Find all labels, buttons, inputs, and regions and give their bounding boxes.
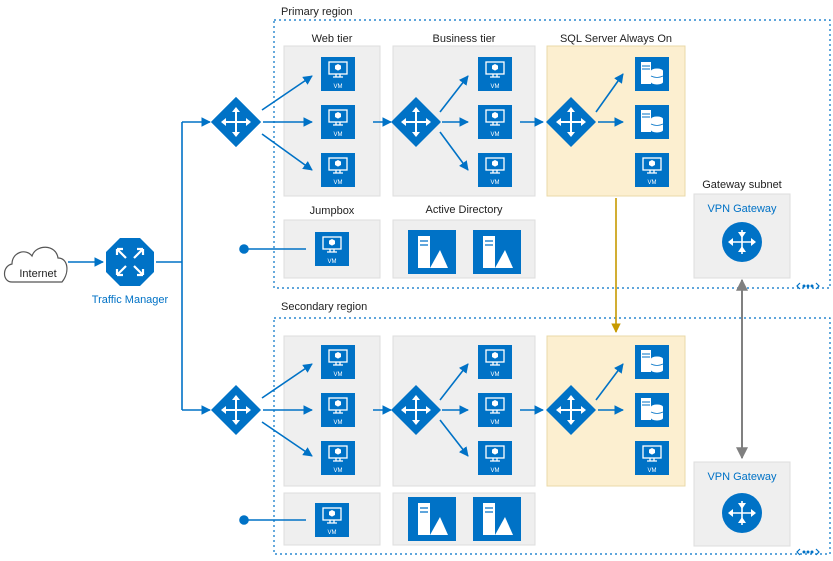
svg-text:VM: VM — [334, 420, 343, 426]
sql-server-icon — [634, 56, 670, 92]
svg-text:VM: VM — [334, 468, 343, 474]
secondary-region-label: Secondary region — [281, 301, 367, 313]
jumpbox-label: Jumpbox — [310, 205, 355, 217]
vpn-gateway-icon — [721, 221, 763, 263]
vpn-gateway-primary-label: VPN Gateway — [707, 203, 777, 215]
vm-icon: VM — [320, 104, 356, 140]
vm-icon: VM — [320, 152, 356, 188]
sql-server-icon — [634, 392, 670, 428]
vm-icon: VM — [477, 152, 513, 188]
internet-label: Internet — [19, 268, 56, 280]
svg-text:VM: VM — [334, 372, 343, 378]
vm-icon: VM — [477, 344, 513, 380]
sql-server-icon — [634, 344, 670, 380]
svg-text:VM: VM — [334, 180, 343, 186]
primary-region-expand-icon — [796, 282, 820, 290]
secondary-region-expand-icon — [796, 548, 820, 556]
primary-web-connectors — [261, 73, 624, 171]
svg-text:VM: VM — [648, 468, 657, 474]
primary-region-label: Primary region — [281, 6, 353, 18]
vm-icon: VM — [320, 392, 356, 428]
load-balancer-icon — [210, 384, 262, 436]
cloud-icon — [3, 246, 68, 283]
active-directory-icon — [407, 496, 457, 542]
vm-icon: VM — [314, 502, 350, 538]
vm-icon: VM — [634, 152, 670, 188]
traffic-manager-label: Traffic Manager — [92, 294, 169, 306]
business-tier-label: Business tier — [433, 33, 496, 45]
sql-server-icon — [634, 104, 670, 140]
traffic-manager-icon — [106, 238, 154, 286]
vm-icon: VM — [477, 440, 513, 476]
svg-text:VM: VM — [334, 132, 343, 138]
svg-text:VM: VM — [491, 180, 500, 186]
vm-icon: VM — [320, 344, 356, 380]
secondary-web-connectors — [261, 363, 624, 457]
svg-text:VM: VM — [491, 420, 500, 426]
svg-text:VM: VM — [491, 468, 500, 474]
vm-icon: VM — [477, 104, 513, 140]
vm-icon: VM — [477, 392, 513, 428]
svg-text:VM: VM — [491, 84, 500, 90]
load-balancer-icon — [210, 96, 262, 148]
active-directory-icon — [472, 496, 522, 542]
active-directory-icon — [407, 229, 457, 275]
web-tier-label: Web tier — [312, 33, 353, 45]
active-directory-label: Active Directory — [425, 204, 503, 216]
vpn-gateway-icon — [721, 492, 763, 534]
gateway-subnet-label: Gateway subnet — [702, 179, 782, 191]
vpn-gateway-secondary-label: VPN Gateway — [707, 471, 777, 483]
svg-text:VM: VM — [334, 84, 343, 90]
vm-icon: VM — [634, 440, 670, 476]
svg-text:VM: VM — [328, 530, 337, 536]
vm-icon: VM — [477, 56, 513, 92]
vm-icon: VM — [314, 231, 350, 267]
svg-text:VM: VM — [491, 372, 500, 378]
primary-region-boundary — [273, 19, 831, 289]
internet-connectors — [68, 117, 211, 415]
sql-always-on-label: SQL Server Always On — [560, 33, 672, 45]
svg-text:VM: VM — [491, 132, 500, 138]
vm-icon: VM — [320, 56, 356, 92]
vm-icon: VM — [320, 440, 356, 476]
jumpbox-connectors — [239, 244, 306, 525]
svg-text:VM: VM — [648, 180, 657, 186]
secondary-region-boundary — [273, 317, 831, 555]
svg-text:VM: VM — [328, 259, 337, 265]
active-directory-icon — [472, 229, 522, 275]
